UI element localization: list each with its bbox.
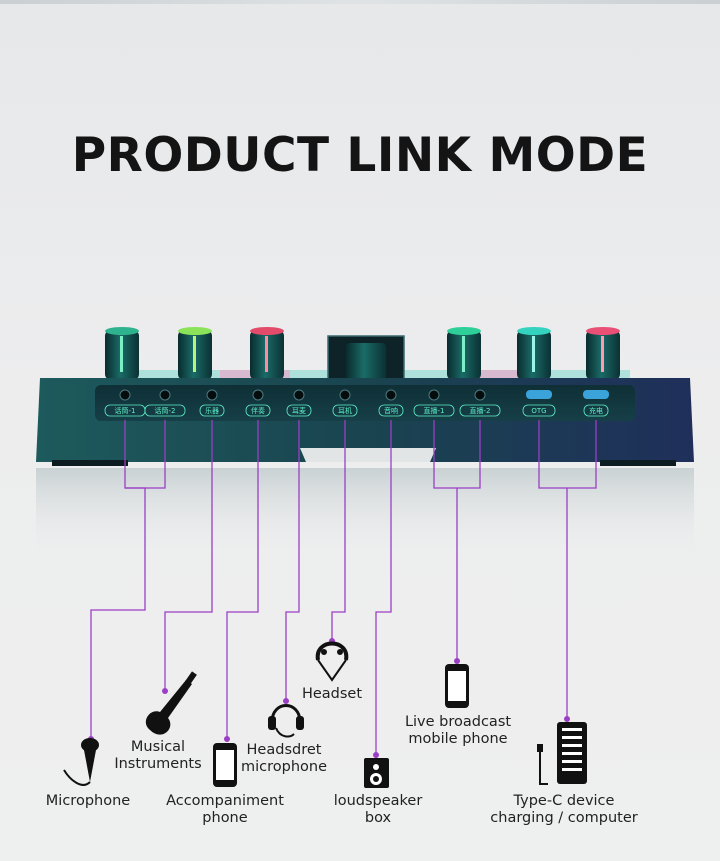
port-label: 充电 xyxy=(589,406,603,415)
line-microphone xyxy=(90,420,146,738)
audio-jack xyxy=(159,389,171,401)
connector-dots xyxy=(88,638,570,758)
port-label-outline xyxy=(144,404,186,417)
headset-microphone-label-line2: microphone xyxy=(240,759,328,775)
phone-icon-live xyxy=(445,664,469,708)
loudspeaker-box-label: loudspeaker box xyxy=(326,793,430,827)
port-9[interactable]: 直播-2 xyxy=(459,389,501,417)
port-label: 话筒-1 xyxy=(115,406,136,415)
type-c-device-label-line2: charging / computer xyxy=(490,810,638,826)
headset-microphone-icon xyxy=(268,704,304,738)
port-label-outline xyxy=(583,404,609,417)
live-broadcast-phone-label: Live broadcast mobile phone xyxy=(396,714,520,748)
accompaniment-phone-label-line2: phone xyxy=(202,810,248,826)
musical-instruments-label: Musical Instruments xyxy=(108,739,208,773)
port-6[interactable]: 耳机 xyxy=(332,389,358,417)
port-label-outline xyxy=(459,404,501,417)
page-title: PRODUCT LINK MODE xyxy=(71,128,649,183)
accompaniment-phone-label-line1: Accompaniment xyxy=(166,793,284,809)
accompaniment-phone-label: Accompaniment phone xyxy=(158,793,292,827)
headset-microphone-label-line1: Headsdret xyxy=(246,742,322,758)
usb-port-slot xyxy=(583,390,609,399)
top-edge-bar xyxy=(0,0,720,4)
rgb-glow-pink-2 xyxy=(480,370,540,380)
line-headset xyxy=(331,420,346,640)
loudspeaker-icon xyxy=(364,758,389,788)
audio-jack xyxy=(293,389,305,401)
live-broadcast-phone-label-line2: mobile phone xyxy=(408,731,508,747)
port-label-outline xyxy=(245,404,271,417)
type-c-device-label: Type-C device charging / computer xyxy=(482,793,646,827)
port-4[interactable]: 伴奏 xyxy=(245,389,271,417)
line-instruments xyxy=(164,420,213,690)
port-label: 直播-2 xyxy=(470,406,491,415)
headset-microphone-label: Headsdret microphone xyxy=(232,742,336,776)
guitar-icon xyxy=(145,671,197,735)
port-label: OTG xyxy=(531,407,546,415)
loudspeaker-box-label-line1: loudspeaker xyxy=(333,793,423,809)
port-label: 耳机 xyxy=(338,406,352,415)
port-8[interactable]: 直播-1 xyxy=(413,389,455,417)
line-speaker xyxy=(375,420,392,754)
headset-icon xyxy=(315,641,349,682)
device-reflection xyxy=(36,468,694,558)
port-label: 直播-1 xyxy=(424,406,445,415)
port-10[interactable]: OTG xyxy=(522,390,556,417)
port-3[interactable]: 乐器 xyxy=(199,389,225,417)
knob-4[interactable] xyxy=(447,327,481,380)
port-label-outline xyxy=(332,404,358,417)
port-label-outline xyxy=(286,404,312,417)
knob-5[interactable] xyxy=(517,327,551,380)
live-broadcast-phone-label-line1: Live broadcast xyxy=(404,714,512,730)
audio-jack xyxy=(385,389,397,401)
port-label-outline xyxy=(199,404,225,417)
audio-jack xyxy=(119,389,131,401)
knob-6[interactable] xyxy=(586,327,620,380)
musical-instruments-label-line1: Musical xyxy=(130,739,186,755)
port-label: 耳麦 xyxy=(292,406,306,415)
device-base-cutout xyxy=(300,448,436,462)
knob-2[interactable] xyxy=(178,327,212,380)
phone-icon-accompaniment xyxy=(213,743,237,787)
port-label-outline xyxy=(378,404,404,417)
line-accompaniment xyxy=(226,420,259,738)
microphone-icon xyxy=(63,738,99,786)
knob-1[interactable] xyxy=(105,327,139,380)
audio-jack xyxy=(252,389,264,401)
loudspeaker-box-label-line2: box xyxy=(364,810,392,826)
port-label-outline xyxy=(413,404,455,417)
usb-port-slot xyxy=(526,390,552,399)
headset-label: Headset xyxy=(301,686,363,702)
knobs xyxy=(105,327,620,383)
center-display xyxy=(327,335,405,383)
port-2[interactable]: 话筒-2 xyxy=(144,389,186,417)
line-headset-mic xyxy=(285,420,300,700)
device-foot-right xyxy=(600,460,676,466)
ports: 话筒-1 话筒-2 乐器 伴奏 耳麦 耳机 音响 直播-1 直播-2 OTG 充电 xyxy=(104,389,609,417)
device-foot-left xyxy=(52,460,128,466)
line-mic2 xyxy=(125,420,166,489)
port-label: 乐器 xyxy=(205,406,219,415)
audio-jack xyxy=(206,389,218,401)
audio-jack xyxy=(339,389,351,401)
knob-3[interactable] xyxy=(250,327,284,380)
port-5[interactable]: 耳麦 xyxy=(286,389,312,417)
audio-jack xyxy=(428,389,440,401)
port-label: 音响 xyxy=(384,406,398,415)
port-label-outline xyxy=(522,404,556,417)
port-11[interactable]: 充电 xyxy=(583,390,609,417)
connector-lines xyxy=(90,420,597,754)
port-1[interactable]: 话筒-1 xyxy=(104,389,146,417)
type-c-device-label-line1: Type-C device xyxy=(513,793,615,809)
musical-instruments-label-line2: Instruments xyxy=(114,756,202,772)
port-label: 话筒-2 xyxy=(155,406,176,415)
port-7[interactable]: 音响 xyxy=(378,389,404,417)
port-label: 伴奏 xyxy=(251,406,265,415)
audio-jack xyxy=(474,389,486,401)
computer-tower-icon xyxy=(537,722,587,785)
microphone-label: Microphone xyxy=(45,793,131,809)
